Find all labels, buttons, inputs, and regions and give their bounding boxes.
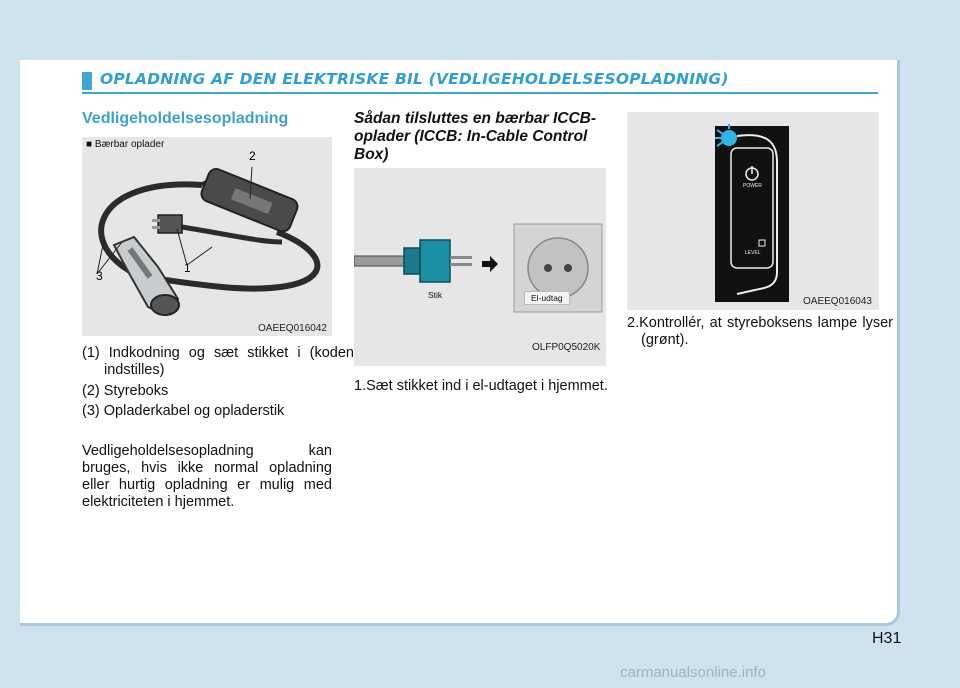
socket-label: El-udtag (524, 291, 570, 305)
power-label: POWER (743, 183, 762, 189)
header-accent-bar (82, 72, 92, 90)
section-heading: Vedligeholdelsesopladning (82, 110, 289, 127)
step-1: 1.Sæt stikket ind i el-udtaget i hjemmet… (354, 378, 608, 394)
page-number: H31 (872, 630, 902, 647)
list-item-2: (2) Styreboks (82, 383, 169, 399)
watermark: carmanualsonline.info (620, 664, 766, 681)
callout-2: 2 (249, 149, 256, 163)
figure-control-box: POWER LEVEL OAEEQ016043 (627, 112, 879, 310)
list-item-3: (3) Opladerkabel og opladerstik (82, 403, 285, 419)
plug-socket-illustration (354, 223, 603, 313)
body-paragraph: Vedligeholdelsesopladning kan bruges, hv… (82, 443, 332, 510)
chapter-header: OPLADNING AF DEN ELEKTRISKE BIL (VEDLIGE… (100, 70, 729, 88)
callout-1: 1 (184, 261, 191, 275)
figure-caption: ■ Bærbar oplader (86, 139, 165, 150)
list-item-1: (1) Indkodning og sæt stikket i (koden i… (82, 345, 354, 378)
control-box-illustration (715, 124, 789, 302)
header-rule (82, 92, 878, 94)
plug-label: Stik (428, 290, 443, 300)
level-label: LEVEL (745, 250, 761, 256)
figure-plug-socket: Stik El-udtag OLFP0Q5020K (354, 168, 606, 366)
callout-3: 3 (96, 269, 103, 283)
subsection-heading: Sådan tilsluttes en bærbar ICCB-oplader … (354, 110, 597, 163)
figure-code: OAEEQ016043 (803, 296, 872, 307)
figure-code: OLFP0Q5020K (532, 342, 601, 353)
charger-illustration (96, 166, 321, 317)
figure-code: OAEEQ016042 (258, 323, 327, 334)
step-2: 2.Kontrollér, at styreboksens lampe lyse… (627, 315, 893, 348)
figure-portable-charger: ■ Bærbar oplader 2 1 3 OAEEQ016042 (82, 137, 332, 336)
